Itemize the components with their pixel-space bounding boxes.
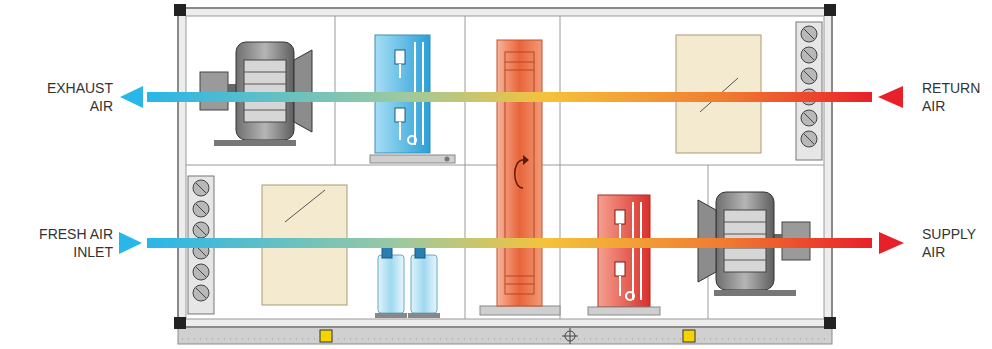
fresh-air-damper-part-part — [196, 288, 206, 298]
housing-part — [824, 4, 836, 16]
supply-fan-part — [724, 260, 766, 261]
return-damper-part-part — [804, 134, 814, 144]
exhaust-fan-part — [244, 110, 286, 111]
exhaust-fan-part — [244, 84, 286, 85]
compressors-part — [408, 313, 440, 318]
base-frame-part — [683, 330, 695, 342]
fresh-air-damper-part-part — [193, 201, 209, 217]
compressors-part — [375, 313, 407, 318]
supply-airflow-arrow-part — [879, 232, 904, 254]
compressors-part — [411, 255, 437, 313]
exhaust-fan-part — [244, 72, 286, 73]
housing-part — [174, 4, 186, 16]
cooling-coil-part — [395, 108, 405, 122]
base-frame-part — [182, 339, 828, 340]
cooling-coil-part — [445, 157, 450, 162]
heat-recovery-wheel — [480, 40, 560, 315]
return-damper-part-part — [801, 68, 817, 84]
heating-coil-part — [619, 224, 621, 240]
cooling-coil-part — [399, 122, 401, 140]
heating-coil-part — [619, 276, 621, 296]
base-frame-part — [570, 328, 571, 344]
exhaust-fan-part — [294, 50, 312, 132]
heat-recovery-wheel-part — [480, 306, 560, 315]
return-damper-part-part — [804, 71, 814, 81]
heating-coil-part — [588, 307, 660, 315]
housing-part — [465, 16, 466, 319]
heat-recovery-wheel-part — [505, 284, 534, 285]
heat-recovery-wheel-part — [515, 160, 523, 188]
compressors — [375, 246, 440, 318]
heating-coil-part — [632, 202, 634, 300]
heating-coil-part — [640, 202, 642, 300]
base-frame-part — [178, 327, 832, 344]
heat-recovery-wheel-part — [505, 62, 534, 63]
exhaust-airflow-arrow-part — [878, 86, 903, 108]
heat-recovery-wheel-part — [505, 70, 534, 71]
exhaust-airflow-arrow-part — [120, 86, 143, 108]
airflow-label: SUPPLY AIR — [922, 225, 988, 261]
heating-coil-part — [598, 195, 650, 307]
supply-fan-part — [724, 222, 766, 223]
return-damper-part-part — [801, 131, 817, 147]
return-damper-part-part — [801, 26, 817, 42]
airflow-label: RETURN AIR — [922, 79, 988, 115]
fresh-air-damper-part-part — [196, 204, 206, 214]
fresh-air-damper-part-part — [193, 180, 209, 196]
fresh-air-damper-part-part — [193, 285, 209, 301]
fresh-air-damper-part-part — [196, 183, 206, 193]
exhaust-fan-part — [200, 72, 228, 110]
heat-recovery-wheel-part — [523, 155, 529, 165]
cooling-coil-part — [399, 64, 401, 78]
return-damper-part-part — [801, 47, 817, 63]
cooling-coil-part — [395, 50, 405, 64]
base-frame — [178, 327, 832, 344]
airflow-label: EXHAUST AIR — [33, 79, 113, 115]
supply-fan-part — [724, 234, 766, 235]
heat-recovery-wheel-part — [497, 40, 542, 306]
airflow-label: FRESH AIR INLET — [33, 225, 113, 261]
return-damper — [796, 22, 822, 160]
exhaust-airflow-arrow — [120, 86, 903, 108]
exhaust-airflow-arrow-part — [147, 92, 872, 102]
return-damper-part-part — [804, 113, 814, 123]
exhaust-fan-part — [214, 140, 296, 146]
supply-airflow-arrow-part — [119, 232, 142, 254]
return-damper-part — [796, 22, 822, 160]
return-damper-part-part — [804, 29, 814, 39]
housing-part — [178, 8, 832, 327]
supply-airflow-arrow — [119, 232, 904, 254]
heating-coil-part — [626, 292, 634, 300]
exhaust-fan-part — [244, 60, 286, 122]
supply-fan-part — [714, 290, 796, 296]
housing-part — [335, 16, 336, 165]
return-damper-part — [804, 29, 814, 144]
fresh-air-filter-part — [285, 190, 325, 222]
heating-coil-part — [615, 210, 625, 224]
compressors-part — [378, 255, 404, 313]
return-damper-part-part — [801, 110, 817, 126]
housing-part — [186, 16, 824, 319]
housing-part — [560, 16, 561, 319]
housing-part — [174, 317, 186, 329]
fresh-air-damper-part-part — [196, 267, 206, 277]
fresh-air-damper-part-part — [193, 222, 209, 238]
cooling-coil-part — [370, 155, 455, 163]
heat-recovery-wheel-part — [505, 52, 534, 294]
supply-airflow-arrow-part — [147, 238, 872, 248]
base-frame-part — [320, 330, 332, 342]
housing-part — [824, 317, 836, 329]
exhaust-fan-part — [236, 42, 294, 140]
fresh-air-damper-part-part — [193, 264, 209, 280]
cooling-coil-part — [408, 136, 416, 144]
return-damper-part-part — [804, 50, 814, 60]
heat-recovery-wheel-part — [505, 276, 534, 277]
fresh-air-damper-part-part — [196, 225, 206, 235]
heating-coil-part — [615, 262, 625, 276]
housing — [174, 4, 836, 329]
return-damper-part — [801, 26, 817, 147]
heating-coil — [588, 195, 660, 315]
